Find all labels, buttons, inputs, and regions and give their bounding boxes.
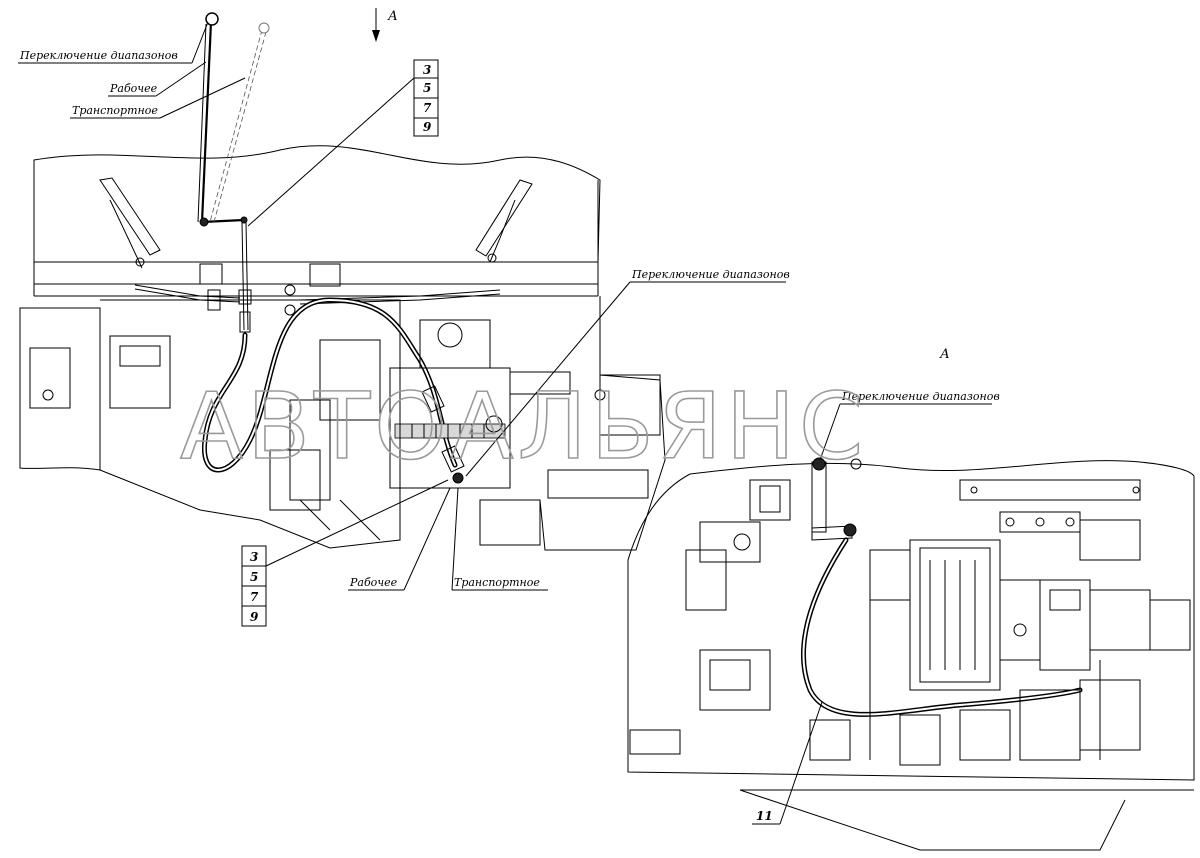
callout-bottom-4: 9: [250, 610, 259, 624]
inset-lever: [811, 457, 862, 541]
gearbox-assembly-left: [29, 319, 661, 546]
callout-bottom-1: 3: [250, 550, 258, 564]
callout-bottom-3: 7: [250, 590, 259, 604]
bottom-labels: Рабочее Транспортное: [348, 487, 548, 591]
label-range-switch-top: Переключение диапазонов: [19, 49, 178, 62]
callout-top-4: 9: [423, 120, 432, 134]
inset-title: А: [939, 347, 950, 362]
label-range-switch-inset: Переключение диапазонов: [841, 390, 1000, 403]
view-arrow-a: А: [372, 8, 398, 42]
shift-lever-transport: [209, 22, 270, 223]
watermark: АВТОАЛЬЯНС: [180, 373, 867, 480]
label-transport-top: Транспортное: [72, 104, 158, 117]
label-working-top: Рабочее: [109, 82, 158, 95]
label-working-bottom: Рабочее: [349, 576, 398, 589]
label-transport-bottom: Транспортное: [454, 576, 540, 589]
callout-top-1: 3: [423, 63, 431, 77]
callout-stack-bottom: 3 5 7 9: [241, 479, 449, 627]
pedal-left: [99, 177, 161, 269]
pedal-right: [475, 179, 533, 263]
callout-11: 11: [756, 809, 773, 823]
label-range-switch-mid: Переключение диапазонов: [631, 268, 790, 281]
view-marker-label: А: [387, 9, 398, 24]
top-labels: Переключение диапазонов Рабочее Транспор…: [18, 21, 246, 119]
mid-label: Переключение диапазонов: [465, 268, 790, 477]
callout-top-3: 7: [423, 101, 432, 115]
callout-top-2: 5: [423, 81, 431, 95]
callout-stack-top: 3 5 7 9: [247, 59, 439, 227]
range-cable: [201, 221, 465, 484]
chassis-outline-left: [19, 145, 666, 551]
shift-lever-working: [197, 12, 248, 227]
callout-bottom-2: 5: [250, 570, 258, 584]
inset-view-a: А: [627, 347, 1195, 851]
linkage-rods: [134, 263, 501, 316]
